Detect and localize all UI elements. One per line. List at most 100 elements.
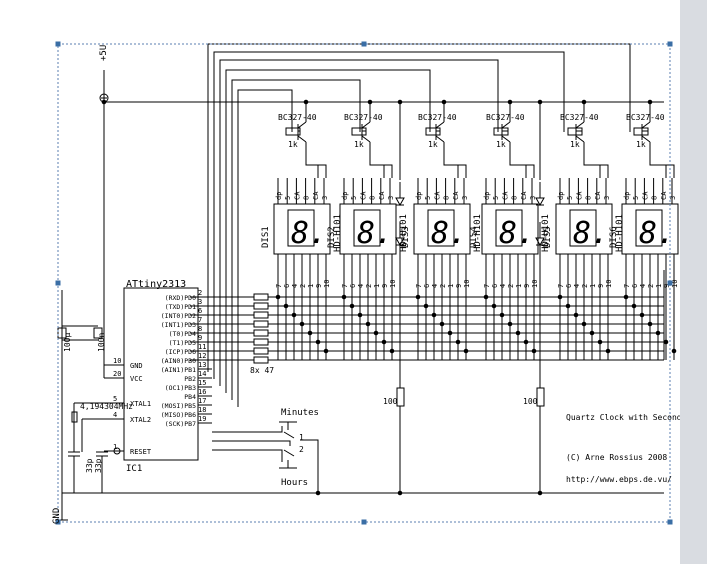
display-digit: 8. <box>639 216 675 251</box>
hours-label: Hours <box>281 478 308 488</box>
resistor-array-element <box>253 338 269 346</box>
junction-dot <box>367 99 373 105</box>
base-resistor-label: 1k <box>288 140 298 149</box>
display-pin-label: CA <box>520 191 528 200</box>
selection-handle[interactable] <box>667 41 673 47</box>
display-pin-label: 10 <box>531 280 539 288</box>
mcu-pin-number: 18 <box>198 406 206 414</box>
display-name: DIS6 <box>609 226 619 248</box>
display-body <box>413 203 471 255</box>
mcu-pin-number: 15 <box>198 379 206 387</box>
selection-handle[interactable] <box>55 41 61 47</box>
display-pin-label: 8 <box>443 196 451 200</box>
mcu-pin-number: 1 <box>113 443 117 451</box>
display-digit: 8. <box>499 216 535 251</box>
base-bus-wire <box>213 51 565 379</box>
mcu-pin-number: 11 <box>198 343 206 351</box>
display-name: DIS1 <box>261 226 271 248</box>
junction-dot <box>537 99 543 105</box>
display-pin-label: CA <box>433 191 441 200</box>
wire <box>212 449 283 462</box>
display-pin-label: CA <box>660 191 668 200</box>
display-pin-label: 10 <box>671 280 679 288</box>
cap-c3-label: 33p <box>85 458 94 473</box>
display-pin-label: 3 <box>529 196 537 200</box>
crystal <box>71 411 78 423</box>
transistor-label: BC327-40 <box>560 113 599 122</box>
display-pin-label: 4 <box>357 284 365 288</box>
display-digit: 8. <box>291 216 327 251</box>
display-pin-label: 3 <box>461 196 469 200</box>
mcu-pin-name: RESET <box>130 448 152 456</box>
resistor-array-element <box>253 311 269 319</box>
display-pin-label: 7 <box>483 284 491 288</box>
mcu-pin-number: 2 <box>198 289 202 297</box>
switch-pin2-label: 2 <box>299 445 304 454</box>
display-body <box>621 203 679 255</box>
mcu-pin-name: (AIN0)PB0 <box>161 357 196 365</box>
selection-handle[interactable] <box>361 41 367 47</box>
display-pin-label: 10 <box>323 280 331 288</box>
display-pin-label: 9 <box>455 284 463 288</box>
mcu-pin-name: PB2 <box>184 375 196 383</box>
wire <box>212 426 283 433</box>
display-pin-label: 6 <box>565 284 573 288</box>
display-part: HD-H101 <box>615 214 625 252</box>
capacitor-c1 <box>57 327 67 339</box>
display-window <box>353 209 381 247</box>
junction-dot <box>671 348 677 354</box>
junction-dot <box>397 99 403 105</box>
mcu-pin-name: (OC1)PB3 <box>165 384 196 392</box>
display-pin-label: 3 <box>387 196 395 200</box>
display-pin-label: dp <box>623 192 631 200</box>
transistor-label: BC327-40 <box>418 113 457 122</box>
selection-handle[interactable] <box>55 519 61 525</box>
collector-wire <box>384 164 393 178</box>
display-pin-label: 4 <box>639 284 647 288</box>
display-pin-label: 3 <box>669 196 677 200</box>
mcu-pin-number: 5 <box>113 395 117 403</box>
transistor-body <box>361 121 371 129</box>
resistor-array-element <box>253 356 269 364</box>
display-pin-label: 2 <box>439 284 447 288</box>
selection-handle[interactable] <box>55 280 61 286</box>
cap-c4-label: 33p <box>94 458 103 473</box>
display-pin-label: CA <box>293 191 301 200</box>
mcu-pin-name: PB4 <box>184 393 196 401</box>
vcc-symbol <box>99 93 109 103</box>
collector-wire <box>509 150 527 178</box>
resistor-array-element <box>253 329 269 337</box>
base-resistor <box>285 127 301 136</box>
display-pin-label: 6 <box>491 284 499 288</box>
base-bus-wire <box>219 59 499 386</box>
display-pin-label: dp <box>557 192 565 200</box>
selection-handle[interactable] <box>667 519 673 525</box>
display-pin-label: 2 <box>507 284 515 288</box>
mcu-pin-name: (RXD)PD0 <box>165 294 196 302</box>
base-bus-wire <box>225 69 431 393</box>
display-digit: 8. <box>431 216 467 251</box>
display-part: HD-H101 <box>399 214 409 252</box>
display-window <box>495 209 523 247</box>
display-name: DIS5 <box>543 226 553 248</box>
led-diode <box>535 197 545 207</box>
display-pin-label: 1 <box>447 284 455 288</box>
display-body <box>481 203 539 255</box>
mcu-pin-number: 8 <box>198 325 202 333</box>
mcu-pin-name: GND <box>130 362 143 370</box>
mcu-pin-number: 6 <box>198 307 202 315</box>
selection-handle[interactable] <box>361 519 367 525</box>
display-pin-label: 1 <box>307 284 315 288</box>
display-name: DIS2 <box>327 226 337 248</box>
display-body <box>555 203 613 255</box>
led-diode <box>395 237 405 247</box>
base-resistor-label: 1k <box>570 140 580 149</box>
display-name: DIS4 <box>469 226 479 248</box>
mcu-pin-number: 9 <box>198 334 202 342</box>
mcu-pin-name: (T1)PD5 <box>169 339 196 347</box>
vertical-scrollbar[interactable] <box>680 0 707 564</box>
selection-handle[interactable] <box>667 280 673 286</box>
crystal-label: 4,194304MHz <box>80 402 133 411</box>
mcu-pin-number: 13 <box>198 361 206 369</box>
mcu-pin-name: (SCK)PB7 <box>165 420 196 428</box>
